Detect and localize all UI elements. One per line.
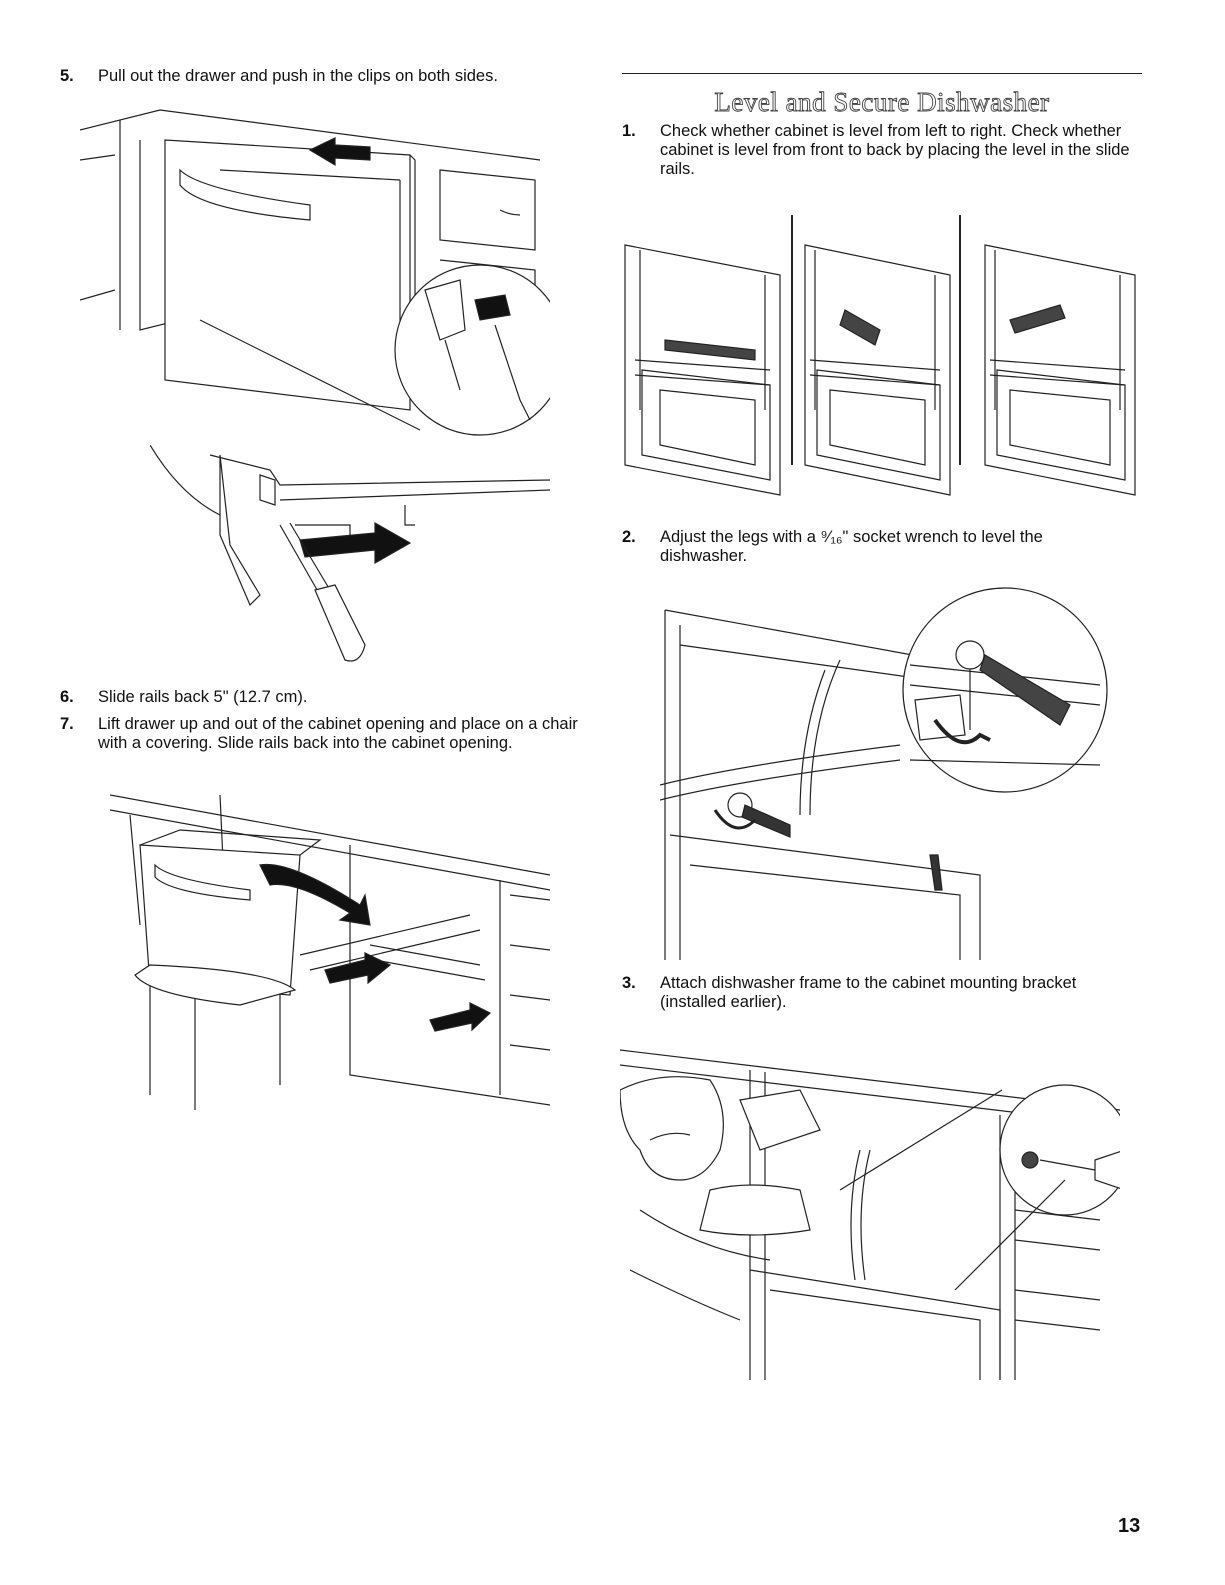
level-panel-1: [625, 245, 780, 495]
step-6-number: 6.: [60, 688, 74, 706]
figure-pull-out-drawer: [80, 100, 550, 440]
step-3-text: Attach dishwasher frame to the cabinet m…: [660, 974, 1077, 1011]
figure-level-check: [620, 210, 1140, 500]
step-1-number: 1.: [622, 122, 636, 140]
figure-adjust-legs: [660, 585, 1110, 970]
level-panel-2: [805, 245, 950, 495]
step-1-text: Check whether cabinet is level from left…: [660, 122, 1130, 178]
section-title: Level and Secure Dishwasher: [714, 87, 1050, 118]
step-7-number: 7.: [60, 715, 74, 733]
step-6-text: Slide rails back 5" (12.7 cm).: [98, 688, 308, 706]
figure-release-clip: [150, 445, 550, 675]
figure-attach-frame: [620, 1030, 1120, 1380]
step-7-text: Lift drawer up and out of the cabinet op…: [98, 715, 578, 752]
page-number: 13: [1118, 1515, 1141, 1537]
step-5-number: 5.: [60, 67, 74, 85]
step-2-text: Adjust the legs with a ⁹⁄₁₆" socket wren…: [660, 528, 1043, 565]
step-3-number: 3.: [622, 974, 636, 992]
level-panel-3: [985, 245, 1135, 495]
figure-drawer-on-chair: [110, 785, 550, 1115]
step-2-number: 2.: [622, 528, 636, 546]
step-5-text: Pull out the drawer and push in the clip…: [98, 67, 498, 85]
section-divider: [622, 73, 1142, 74]
